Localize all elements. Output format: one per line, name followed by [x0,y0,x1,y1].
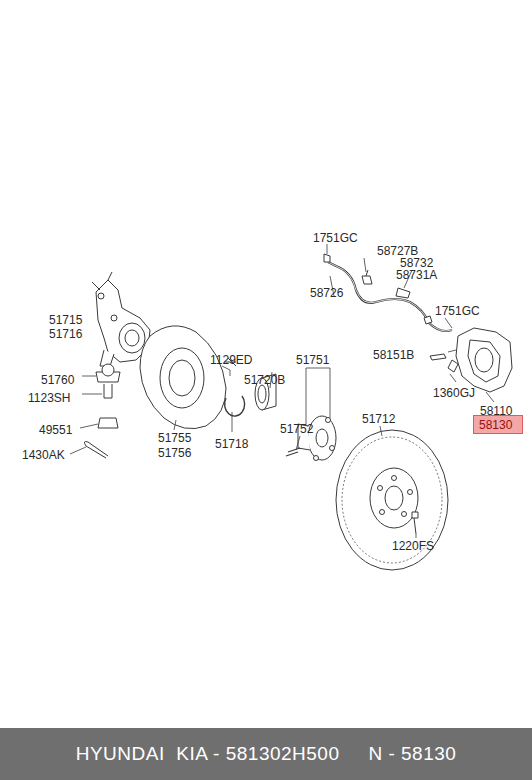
knuckle [92,272,150,366]
dust-shield [140,326,226,430]
callout-number: 58726 [310,286,343,300]
snap-ring [225,396,245,416]
callout-number: 1751GC [313,231,358,245]
callout-number: 1129ED [210,353,252,367]
callout-number: 51716 [49,327,82,341]
cotter-pin [84,442,108,459]
callout-number: 51755 [158,431,191,445]
callout-number: 58130 [479,418,512,432]
callout-number: 49551 [39,423,72,437]
callout-number: 51760 [41,373,74,387]
highlighted-callout: 58130 [473,415,523,434]
callout-number: 51715 [49,313,82,327]
callout-number: 1360GJ [433,386,475,400]
ball-joint [82,364,120,398]
callout-number: 58151B [373,348,414,362]
callout-number: 51712 [362,412,395,426]
callout-number: 1430AK [22,448,65,462]
cotter-pin-leader [80,424,98,428]
callout-number: 51752 [280,422,313,436]
callout-number: 51751 [296,353,329,367]
callout-number: 1123SH [28,391,70,405]
brake-disc [336,426,448,570]
callout-number: 58732 [400,256,433,270]
callout-number: 58727B [377,244,418,258]
brake-caliper [430,328,512,402]
callout-number: 1751GC [435,304,480,318]
callout-number: 51756 [158,446,191,460]
callout-number: 51718 [215,437,248,451]
callout-number: 58731A [396,268,437,282]
caption-band: HYUNDAI KIA - 581302H500 N - 58130 [0,728,532,780]
castle-nut [98,418,118,428]
callout-number: 51720B [244,373,285,387]
caption-text: HYUNDAI KIA - 581302H500 N - 58130 [76,743,457,765]
callout-number: 1220FS [392,539,434,553]
screw [412,512,418,534]
